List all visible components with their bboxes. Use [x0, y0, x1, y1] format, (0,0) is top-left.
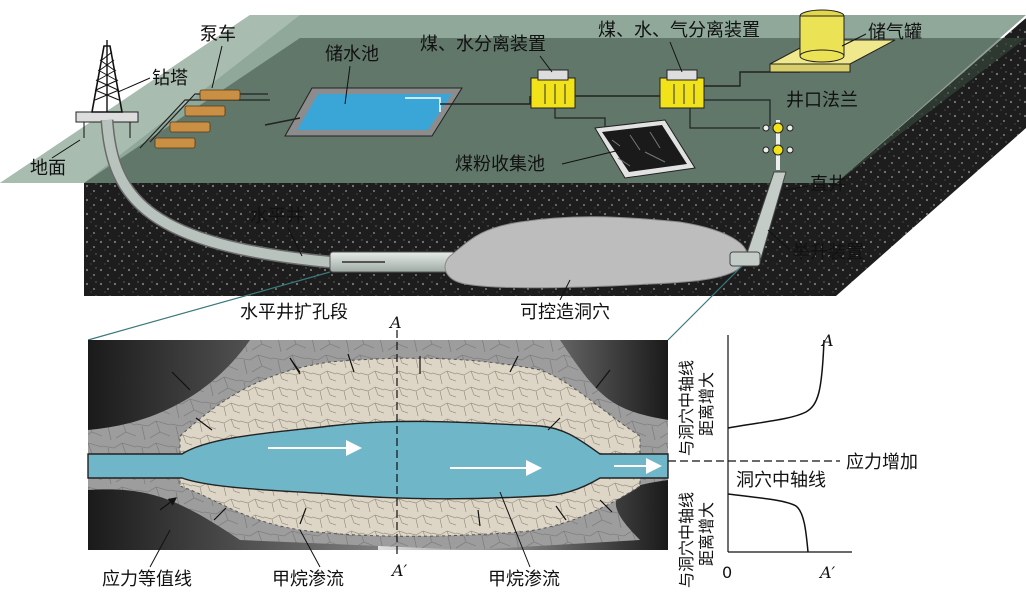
stress-curve-panel — [668, 335, 852, 553]
label-stress-increase: 应力增加 — [846, 452, 918, 473]
label-wellhead-flange: 井口法兰 — [786, 90, 858, 111]
water-pool — [264, 87, 463, 137]
label-lift-device: 举升装置 — [792, 242, 864, 263]
label-section-a-top: A — [388, 313, 402, 332]
label-stress-contour: 应力等值线 — [102, 569, 192, 590]
label-curve-a-top: A — [820, 331, 834, 350]
cavity-cross-section — [87, 330, 669, 558]
label-drill-tower: 钻塔 — [152, 68, 188, 89]
label-horizontal-well: 水平井 — [250, 206, 304, 227]
label-section-a-bottom: A′ — [390, 561, 408, 580]
label-pump-truck: 泵车 — [200, 24, 236, 45]
coal-seam-side-face — [836, 18, 1026, 296]
label-controllable-cavity: 可控造洞穴 — [520, 302, 610, 323]
label-origin: 0 — [722, 563, 732, 582]
label-distance-up-line1: 与洞穴中轴线 — [677, 360, 696, 456]
label-ground: 地面 — [30, 158, 66, 179]
stress-curve-lower — [727, 493, 809, 553]
label-vertical-well: 直井 — [810, 174, 846, 195]
coal-water-separator — [530, 69, 576, 109]
label-gas-tank: 储气罐 — [868, 22, 922, 43]
label-methane-seepage-2: 甲烷渗流 — [488, 569, 560, 590]
label-coal-powder-pool: 煤粉收集池 — [455, 154, 545, 175]
label-distance-down-line2: 距离增大 — [697, 502, 716, 566]
stress-curve-upper — [727, 339, 825, 429]
label-distance-up-line2: 距离增大 — [697, 372, 716, 436]
pump-trucks — [139, 89, 270, 149]
wellhead-flange — [762, 120, 794, 170]
label-coal-water-separator: 煤、水分离装置 — [420, 34, 546, 55]
flow-channel — [87, 420, 669, 500]
coal-powder-pool — [594, 119, 696, 179]
gas-tank — [769, 9, 896, 73]
label-distance-down-line1: 与洞穴中轴线 — [677, 492, 696, 588]
coal-water-gas-separator — [659, 69, 705, 109]
label-horizontal-reaming-section: 水平井扩孔段 — [240, 302, 348, 323]
label-water-pool: 储水池 — [325, 44, 379, 65]
label-curve-a-bottom: A′ — [818, 563, 836, 582]
ground-strip — [0, 15, 300, 183]
label-cavity-axis: 洞穴中轴线 — [736, 470, 826, 491]
label-coal-water-gas-separator: 煤、水、气分离装置 — [598, 20, 760, 41]
drill-tower — [75, 40, 139, 138]
label-methane-seepage-1: 甲烷渗流 — [272, 569, 344, 590]
